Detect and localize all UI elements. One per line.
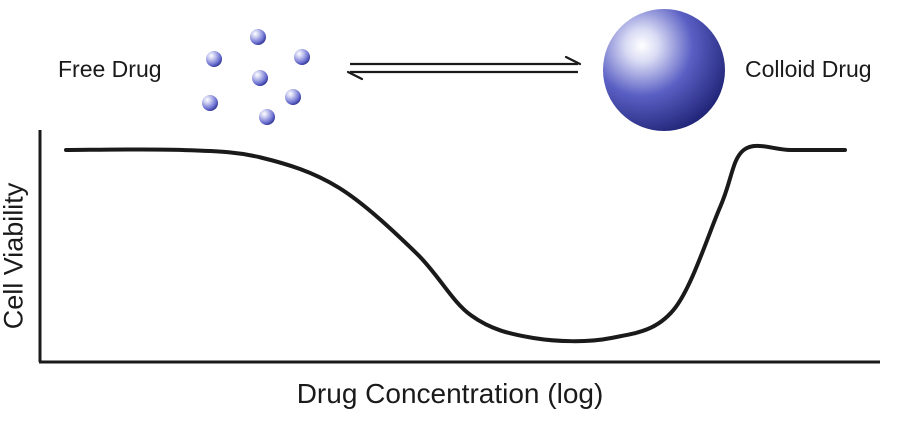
x-axis-label: Drug Concentration (log): [296, 378, 604, 409]
chart-axes: [38, 130, 880, 364]
reverse-arrow-head: [346, 70, 364, 81]
free-drug-molecule: [252, 70, 268, 86]
forward-arrow-head: [564, 55, 582, 66]
free-drug-molecules: [202, 29, 310, 125]
free-drug-molecule: [250, 29, 266, 45]
free-drug-label: Free Drug: [58, 56, 162, 82]
colloid-drug-label: Colloid Drug: [745, 56, 872, 82]
y-axis-label: Cell Viability: [0, 182, 29, 330]
free-drug-molecule: [259, 109, 275, 125]
free-drug-molecule: [202, 95, 218, 111]
free-drug-molecule: [285, 89, 301, 105]
cell-viability-curve: [64, 143, 847, 344]
free-drug-molecule: [294, 49, 310, 65]
colloid-sphere: [603, 9, 725, 131]
free-drug-molecule: [206, 51, 222, 67]
equilibrium-arrows: [346, 55, 582, 81]
